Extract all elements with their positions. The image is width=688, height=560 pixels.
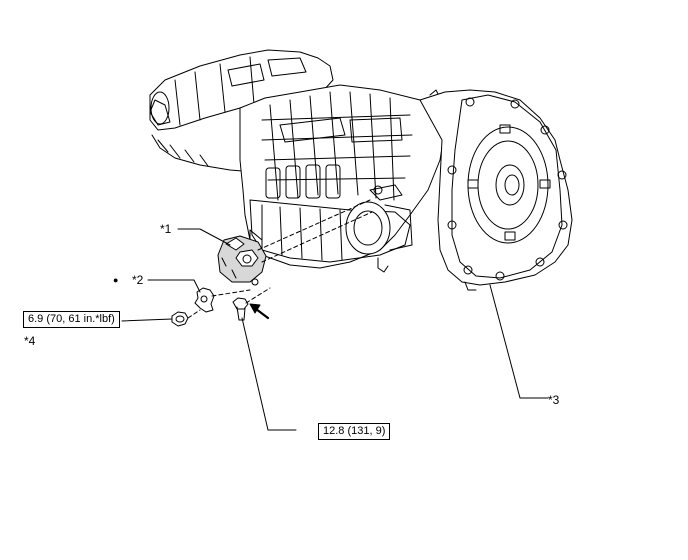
transmission-body bbox=[149, 49, 573, 291]
installation-dashed-lines bbox=[187, 199, 373, 319]
callout-3: *3 bbox=[548, 393, 560, 407]
arrow-icon bbox=[249, 303, 270, 320]
callout-4: *4 bbox=[24, 334, 36, 348]
bullet-mark: ● bbox=[113, 275, 119, 285]
callout-1: *1 bbox=[160, 222, 172, 236]
torque-nut-box: 6.9 (70, 61 in.*lbf) bbox=[23, 311, 120, 328]
position-switch-part bbox=[217, 235, 267, 286]
leader-lines bbox=[121, 228, 549, 431]
lock-plate-part bbox=[194, 287, 215, 313]
bolt-part bbox=[232, 297, 249, 321]
callout-2: *2 bbox=[132, 273, 144, 287]
nut-part bbox=[171, 311, 189, 327]
torque-bolt-box: 12.8 (131, 9) bbox=[318, 423, 391, 440]
